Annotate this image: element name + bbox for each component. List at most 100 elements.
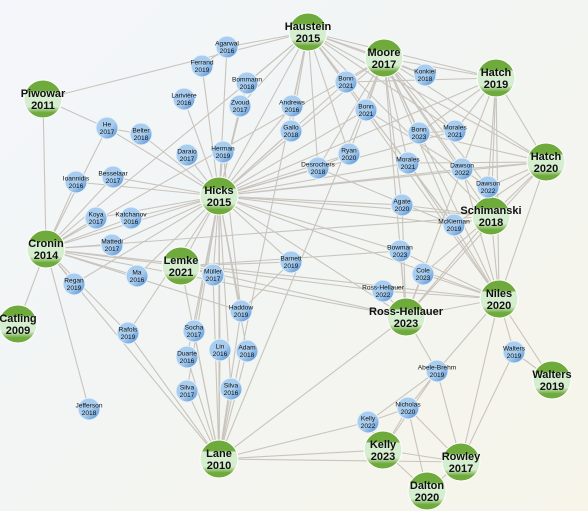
edge-hicks2015-bonn2021a (218, 81, 347, 197)
node-label-year: 2017 (180, 156, 195, 163)
node-circle (288, 12, 328, 52)
node-circle (23, 79, 63, 119)
edge-schimanski2018-rosshellauer2023 (405, 215, 492, 318)
node-circle (211, 140, 235, 164)
node-circle (190, 54, 214, 78)
edge-hicks2015-ferrand2019 (201, 65, 220, 197)
edge-hatch2020-morales2021b (407, 161, 547, 164)
node-label-year: 2019 (195, 67, 210, 74)
edge-hatch2020-bonn2023 (418, 132, 547, 163)
edge-hicks2015-agate2020 (218, 195, 403, 206)
node-label-name: Regan (64, 278, 84, 285)
edge-rowley2017-walters2019a (460, 351, 515, 463)
node-label-year: 2009 (6, 325, 30, 337)
node-label-year: 2021 (448, 132, 463, 139)
node-label-name: Bonn (338, 76, 354, 83)
edge-moore2017-hatch2020 (383, 57, 547, 163)
node-label-year: 2017 (105, 246, 120, 253)
edge-hicks2015-ryan2020 (218, 153, 350, 197)
node-label-name: Bommann (232, 77, 262, 84)
node-circle (84, 206, 108, 230)
node-label-name: Rowley (442, 451, 481, 463)
node-label-year: 2021 (359, 111, 374, 118)
edge-lane2010-muller2017 (212, 274, 220, 460)
node-label-year: 2019 (430, 372, 445, 379)
node-label-year: 2016 (180, 358, 195, 365)
edge-hicks2015-dawson2022a (218, 168, 463, 197)
node-label-year: 2014 (34, 250, 59, 262)
node-circle (64, 170, 88, 194)
node-label-year: 2015 (296, 33, 320, 45)
node-label-name: Katchanov (115, 212, 147, 219)
node-label-name: Ioannidis (63, 176, 90, 183)
edge-rosshellauer2023-cronin2014 (45, 248, 407, 318)
node-circle (502, 340, 526, 364)
